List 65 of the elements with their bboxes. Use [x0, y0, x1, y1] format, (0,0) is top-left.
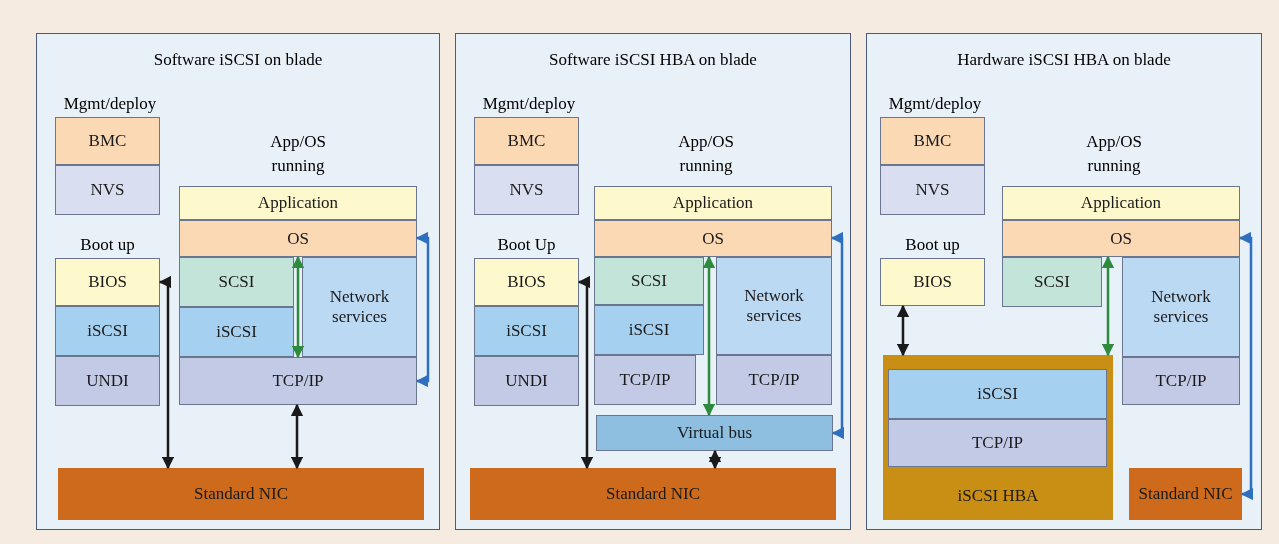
arrow: [702, 255, 716, 417]
arrow: [577, 275, 594, 470]
layer-box: BIOS: [55, 258, 160, 306]
layer-box: SCSI: [1002, 257, 1102, 307]
arrow: [290, 403, 304, 470]
layer-box: iSCSI: [888, 369, 1107, 419]
panel-title: Hardware iSCSI HBA on blade: [956, 50, 1172, 70]
group-heading: Mgmt/deploy: [481, 93, 577, 115]
arrow: [896, 304, 910, 357]
hba-card: [883, 355, 1113, 520]
layer-box: TCP/IP: [179, 357, 417, 405]
layer-box: Application: [594, 186, 832, 220]
arrow: [415, 231, 430, 388]
layer-box: Application: [179, 186, 417, 220]
arrow: [830, 231, 845, 440]
blade-panel: [455, 33, 851, 530]
group-heading: Boot up: [79, 234, 136, 256]
layer-box: iSCSI: [474, 306, 579, 356]
blade-panel: [36, 33, 440, 530]
layer-box: TCP/IP: [716, 355, 832, 405]
layer-box: OS: [1002, 220, 1240, 257]
layer-box: Network services: [1122, 257, 1240, 357]
group-heading: Boot Up: [496, 234, 557, 256]
group-heading: App/OS running: [269, 131, 327, 177]
layer-box: Network services: [716, 257, 832, 355]
layer-box: OS: [594, 220, 832, 257]
layer-box: SCSI: [594, 257, 704, 305]
layer-box: NVS: [474, 165, 579, 215]
layer-box: TCP/IP: [888, 419, 1107, 467]
layer-box: UNDI: [55, 356, 160, 406]
arrow: [708, 449, 722, 470]
layer-box: BMC: [474, 117, 579, 165]
panel-title: Software iSCSI on blade: [152, 50, 324, 70]
group-heading: Mgmt/deploy: [887, 93, 983, 115]
layer-box: SCSI: [179, 257, 294, 307]
layer-box: Standard NIC: [58, 468, 424, 520]
layer-box: iSCSI: [594, 305, 704, 355]
layer-box: Standard NIC: [1129, 468, 1242, 520]
blade-panel: [866, 33, 1262, 530]
layer-box: BMC: [55, 117, 160, 165]
layer-box: TCP/IP: [1122, 357, 1240, 405]
layer-box: Network services: [302, 257, 417, 357]
panel-title: Software iSCSI HBA on blade: [548, 50, 758, 70]
group-heading: App/OS running: [1085, 131, 1143, 177]
layer-box: Application: [1002, 186, 1240, 220]
layer-box: BIOS: [880, 258, 985, 306]
layer-box: Standard NIC: [470, 468, 836, 520]
group-heading: Mgmt/deploy: [62, 93, 158, 115]
arrow: [158, 275, 175, 470]
group-heading: App/OS running: [677, 131, 735, 177]
layer-box: NVS: [55, 165, 160, 215]
layer-box: OS: [179, 220, 417, 257]
hba-label: iSCSI HBA: [956, 486, 1040, 506]
layer-box: NVS: [880, 165, 985, 215]
arrow: [1238, 231, 1254, 501]
layer-box: TCP/IP: [594, 355, 696, 405]
group-heading: Boot up: [904, 234, 961, 256]
layer-box: BMC: [880, 117, 985, 165]
layer-box: BIOS: [474, 258, 579, 306]
layer-box: iSCSI: [55, 306, 160, 356]
layer-box: UNDI: [474, 356, 579, 406]
layer-box: Virtual bus: [596, 415, 833, 451]
arrow: [291, 255, 305, 359]
arrow: [1101, 255, 1115, 357]
layer-box: iSCSI: [179, 307, 294, 357]
